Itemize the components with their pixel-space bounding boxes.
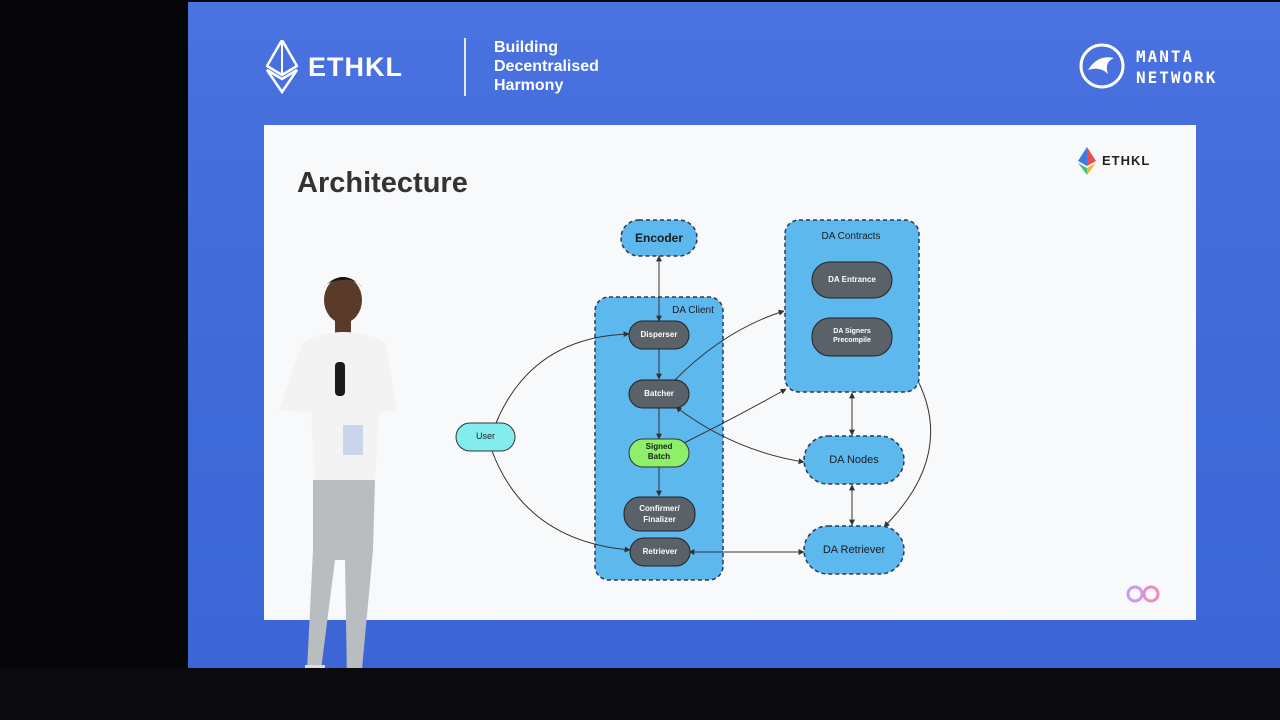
manta-ray-icon	[1079, 43, 1125, 89]
slide-title: Architecture	[297, 167, 468, 199]
batcher-label: Batcher	[644, 389, 674, 398]
user-label: User	[475, 431, 495, 441]
da-retriever-label: DA Retriever	[822, 544, 886, 556]
sponsor-name: MANTA NETWORK	[1136, 47, 1218, 87]
da-retriever-node	[803, 525, 905, 575]
edge-batcher-danodes	[675, 406, 805, 465]
og-logo-icon	[1126, 585, 1160, 603]
presentation-slide: Architecture ETHKL	[264, 125, 1196, 620]
event-tagline: Building Decentralised Harmony	[494, 39, 599, 94]
event-logo-text: ETHKL	[308, 52, 403, 82]
da-signers-label: DA Signers Precompile	[833, 328, 871, 344]
da-signers-node	[811, 317, 893, 357]
da-nodes-node	[803, 435, 905, 485]
retriever-node	[629, 537, 691, 567]
edge-user-disperser	[495, 331, 630, 424]
slide-logo-text: ETHKL	[1102, 153, 1151, 168]
user-node	[455, 422, 516, 452]
encoder-label: Encoder	[634, 231, 683, 245]
stage-floor	[0, 668, 1280, 720]
signed-batch-label: Signed Batch	[645, 442, 673, 461]
divider	[464, 38, 466, 96]
disperser-node	[628, 320, 690, 350]
ethereum-icon	[266, 40, 298, 94]
confirmer-label: Confirmer/ Finalizer	[639, 504, 680, 524]
batcher-node	[628, 379, 690, 409]
encoder-node	[620, 219, 698, 257]
da-entrance-node	[811, 261, 893, 299]
edge-batcher-contracts	[673, 309, 785, 382]
signed-batch-node	[628, 438, 690, 468]
retriever-label: Retriever	[642, 547, 678, 556]
confirmer-node	[623, 496, 696, 532]
architecture-diagram	[455, 219, 932, 581]
da-nodes-label: DA Nodes	[829, 454, 879, 466]
edge-contracts-daretriever	[883, 382, 932, 528]
da-contracts-box	[784, 219, 920, 393]
da-client-label: DA Client	[672, 305, 714, 316]
da-contracts-label: DA Contracts	[821, 231, 881, 242]
presenter-figure	[279, 277, 397, 684]
disperser-label: Disperser	[640, 330, 678, 339]
da-entrance-label: DA Entrance	[828, 275, 876, 284]
ethereum-color-icon	[1078, 147, 1096, 175]
edge-user-retriever	[491, 450, 631, 553]
